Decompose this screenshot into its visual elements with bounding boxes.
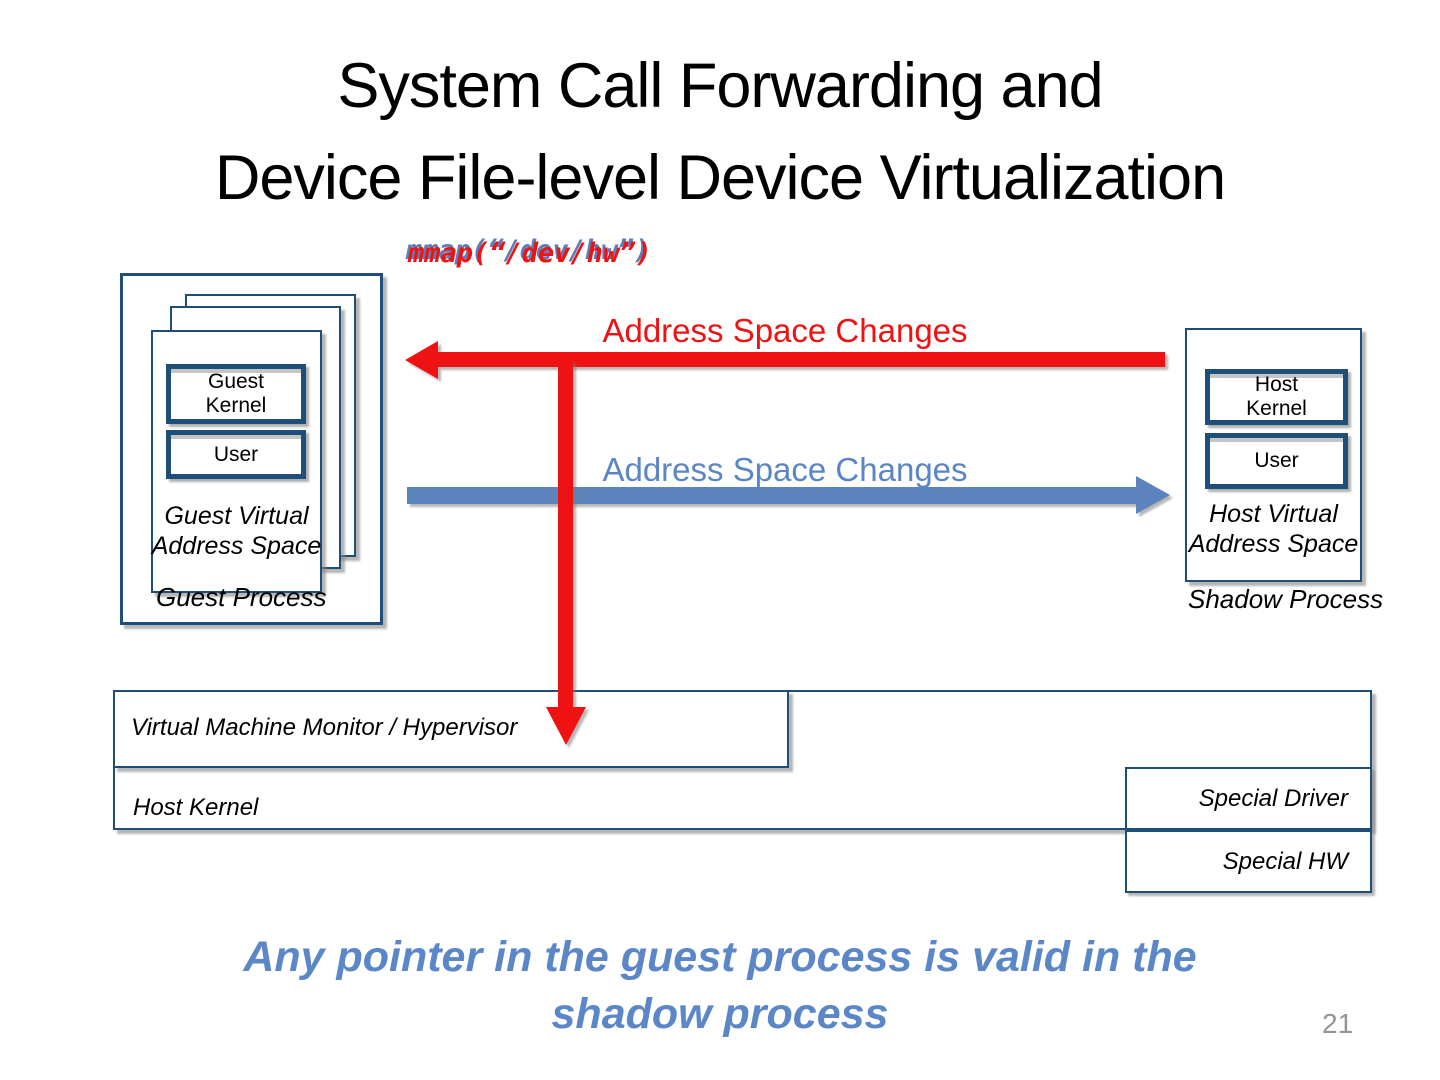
host-vas-line2: Address Space [1188, 530, 1359, 558]
guest-vas-line2: Address Space [151, 532, 322, 560]
callout-text: Any pointer in the guest process is vali… [0, 929, 1440, 1043]
guest-virtual-address-space-label: Guest Virtual Address Space [151, 501, 322, 561]
special-hw-box: Special HW [1125, 830, 1372, 893]
guest-user-box: User [166, 430, 306, 479]
red-arrow-down-shaft [558, 360, 573, 708]
guest-kernel-label-line2: Kernel [205, 394, 267, 417]
shadow-process-label: Shadow Process [1188, 584, 1384, 614]
host-kernel-box: Host Kernel [1205, 369, 1348, 425]
callout-line2: shadow process [551, 990, 889, 1038]
host-kernel-label-line2: Kernel [1246, 397, 1307, 420]
slide-title-line2: Device File-level Device Virtualization [214, 143, 1226, 213]
special-driver-label: Special Driver [1198, 784, 1348, 812]
hypervisor-label: Virtual Machine Monitor / Hypervisor [131, 714, 518, 741]
host-user-label: User [1254, 449, 1299, 472]
guest-user-label: User [213, 442, 259, 466]
blue-arrow-shaft [407, 487, 1137, 504]
guest-kernel-box: Guest Kernel [166, 364, 306, 424]
guest-process-label: Guest Process [156, 582, 327, 612]
slide-title-line1: System Call Forwarding and [337, 51, 1103, 121]
red-arrow-shaft [436, 352, 1165, 367]
host-kernel-layer-label: Host Kernel [133, 794, 259, 821]
address-space-changes-label-blue: Address Space Changes [602, 451, 968, 488]
host-user-box: User [1205, 433, 1348, 489]
special-hw-label: Special HW [1222, 847, 1348, 875]
guest-kernel-label-line1: Guest [207, 370, 265, 393]
address-space-changes-label-red: Address Space Changes [602, 312, 968, 349]
hypervisor-box: Virtual Machine Monitor / Hypervisor [113, 690, 789, 768]
guest-vas-line1: Guest Virtual [164, 502, 309, 530]
host-vas-line1: Host Virtual [1209, 500, 1338, 528]
host-virtual-address-space-label: Host Virtual Address Space [1185, 499, 1362, 559]
host-kernel-label-line1: Host [1254, 373, 1299, 396]
slide-title: System Call Forwarding and Device File-l… [0, 40, 1440, 224]
callout-line1: Any pointer in the guest process is vali… [243, 933, 1197, 981]
page-number: 21 [1322, 1008, 1354, 1039]
mmap-code-annotation: mmap(“/dev/hw”) [408, 238, 652, 269]
special-driver-box: Special Driver [1125, 767, 1372, 830]
